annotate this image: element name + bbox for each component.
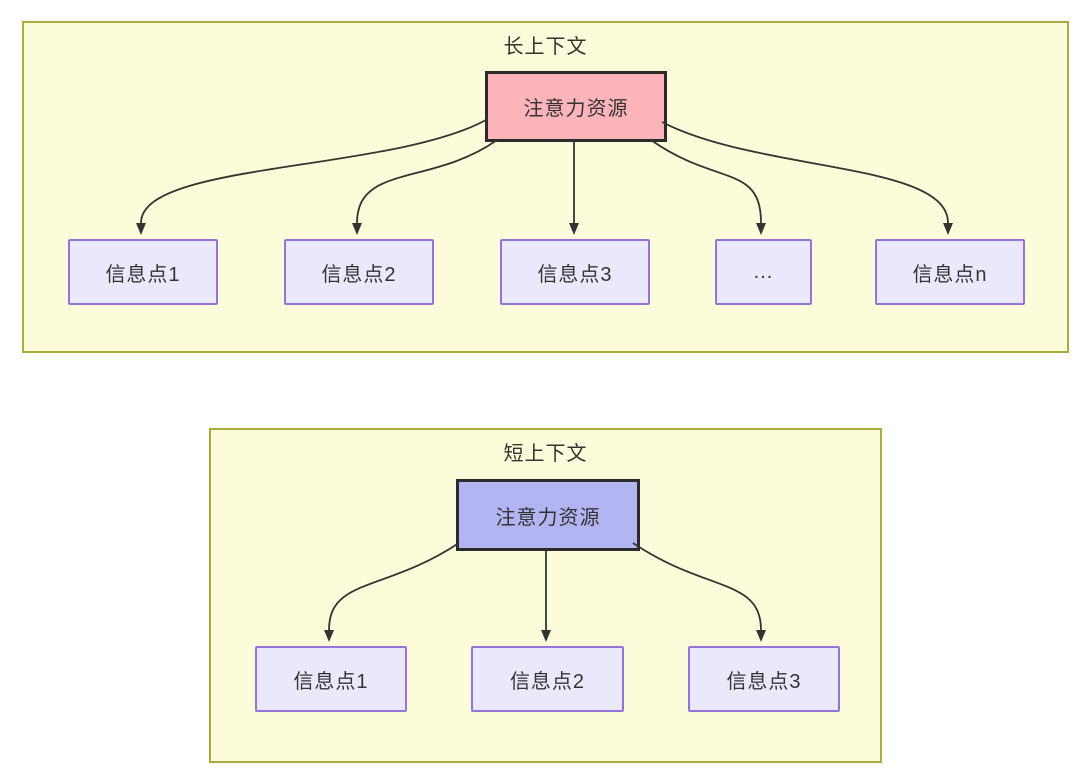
info-point-box: 信息点n (875, 239, 1025, 305)
attention-resource-box-short: 注意力资源 (456, 479, 640, 551)
group-short-title: 短上下文 (503, 443, 588, 465)
info-point-box: 信息点1 (68, 239, 218, 305)
attention-resource-label: 注意力资源 (495, 506, 601, 529)
info-point-label: 信息点2 (321, 263, 397, 286)
info-point-box: 信息点2 (471, 646, 624, 712)
info-point-box: 信息点1 (255, 646, 407, 712)
info-point-label: 信息点2 (509, 670, 586, 693)
info-point-box: 信息点3 (688, 646, 840, 712)
info-point-label: 信息点3 (537, 263, 613, 286)
attention-resource-label: 注意力资源 (523, 98, 629, 120)
group-short-context: 短上下文 注意力资源 信息点1 信息点2 信息点3 (209, 428, 882, 763)
attention-resource-box-long: 注意力资源 (485, 71, 667, 142)
info-point-box: 信息点3 (500, 239, 650, 305)
info-point-label: 信息点n (912, 263, 988, 286)
info-point-label: 信息点1 (105, 263, 181, 286)
info-point-box-ellipsis: ... (715, 239, 812, 305)
info-point-label: 信息点3 (726, 670, 802, 693)
info-point-label: ... (753, 260, 774, 283)
group-long-title: 长上下文 (503, 36, 588, 58)
info-point-box: 信息点2 (284, 239, 434, 305)
info-point-label: 信息点1 (293, 670, 369, 693)
group-long-context: 长上下文 注意力资源 信息点1 信息点2 信息点3 ... 信息点n (22, 21, 1069, 353)
